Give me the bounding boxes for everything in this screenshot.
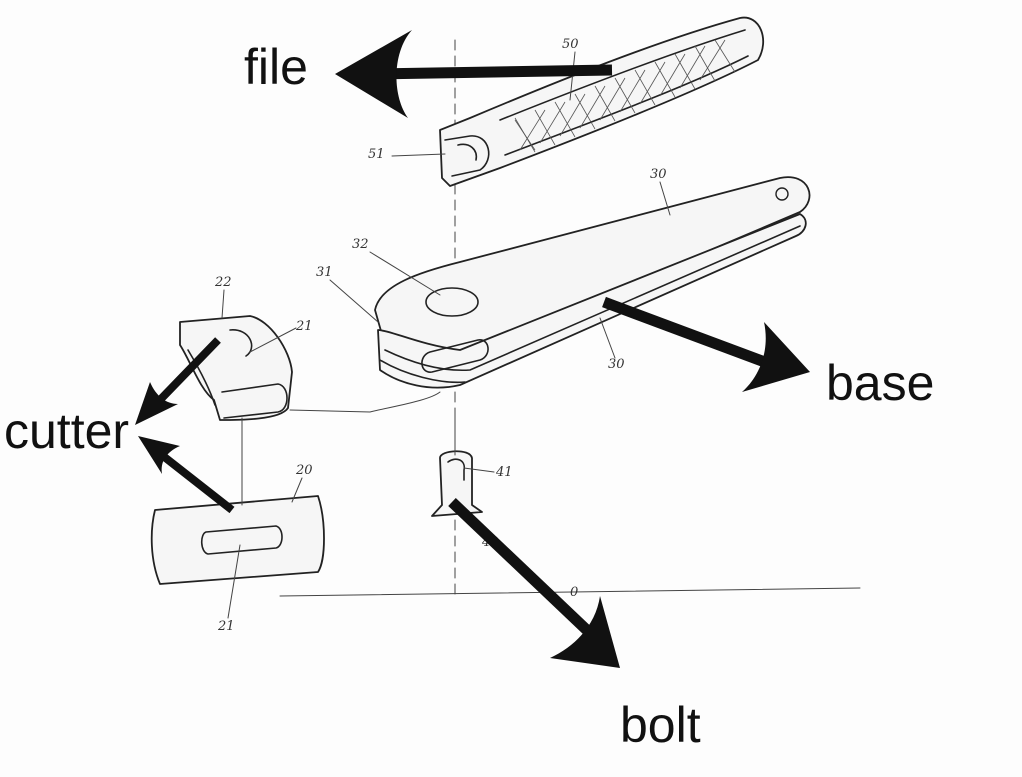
cutter-label: cutter [4, 403, 130, 459]
ref-50: 50 [562, 37, 579, 52]
ref-30-top: 30 [650, 167, 667, 182]
base-arrow-head [742, 322, 810, 392]
file-arrow-head [335, 30, 412, 118]
callout-arrows [135, 30, 810, 668]
base-part [374, 176, 811, 389]
cutter-arrow-2-shaft [155, 448, 235, 514]
cutter-upper-part [179, 315, 293, 421]
reference-numerals: 50 51 30 32 31 30 22 21 20 21 41 40 0 [214, 37, 671, 634]
bolt-label: bolt [620, 697, 701, 753]
file-part [439, 16, 765, 187]
ref-31: 31 [316, 265, 333, 280]
ref-51: 51 [368, 147, 385, 162]
file-label: file [244, 39, 308, 95]
bolt-arrow-head [550, 596, 620, 668]
ref-21-bottom: 21 [217, 619, 235, 634]
ref-32: 32 [352, 237, 369, 252]
bolt-arrow-shaft [448, 498, 596, 639]
ref-22: 22 [214, 275, 232, 290]
ref-0: 0 [570, 585, 578, 600]
ref-41: 41 [495, 465, 513, 480]
ref-21-top: 21 [295, 319, 313, 334]
file-hatching [514, 39, 736, 153]
base-arrow-shaft [602, 296, 772, 370]
base-label: base [826, 355, 935, 411]
file-arrow-shaft [374, 64, 613, 80]
end-hole [775, 187, 789, 201]
ground-line [279, 587, 861, 597]
rivet-hole [425, 287, 479, 317]
ref-30-bottom: 30 [608, 357, 625, 372]
cutter-blade-part [150, 495, 325, 585]
cutter-arrow-1-head [135, 382, 178, 425]
ref-20: 20 [295, 463, 313, 478]
cutter-arrow-1-shaft [155, 337, 221, 405]
cutter-arrow-2-head [138, 436, 180, 474]
